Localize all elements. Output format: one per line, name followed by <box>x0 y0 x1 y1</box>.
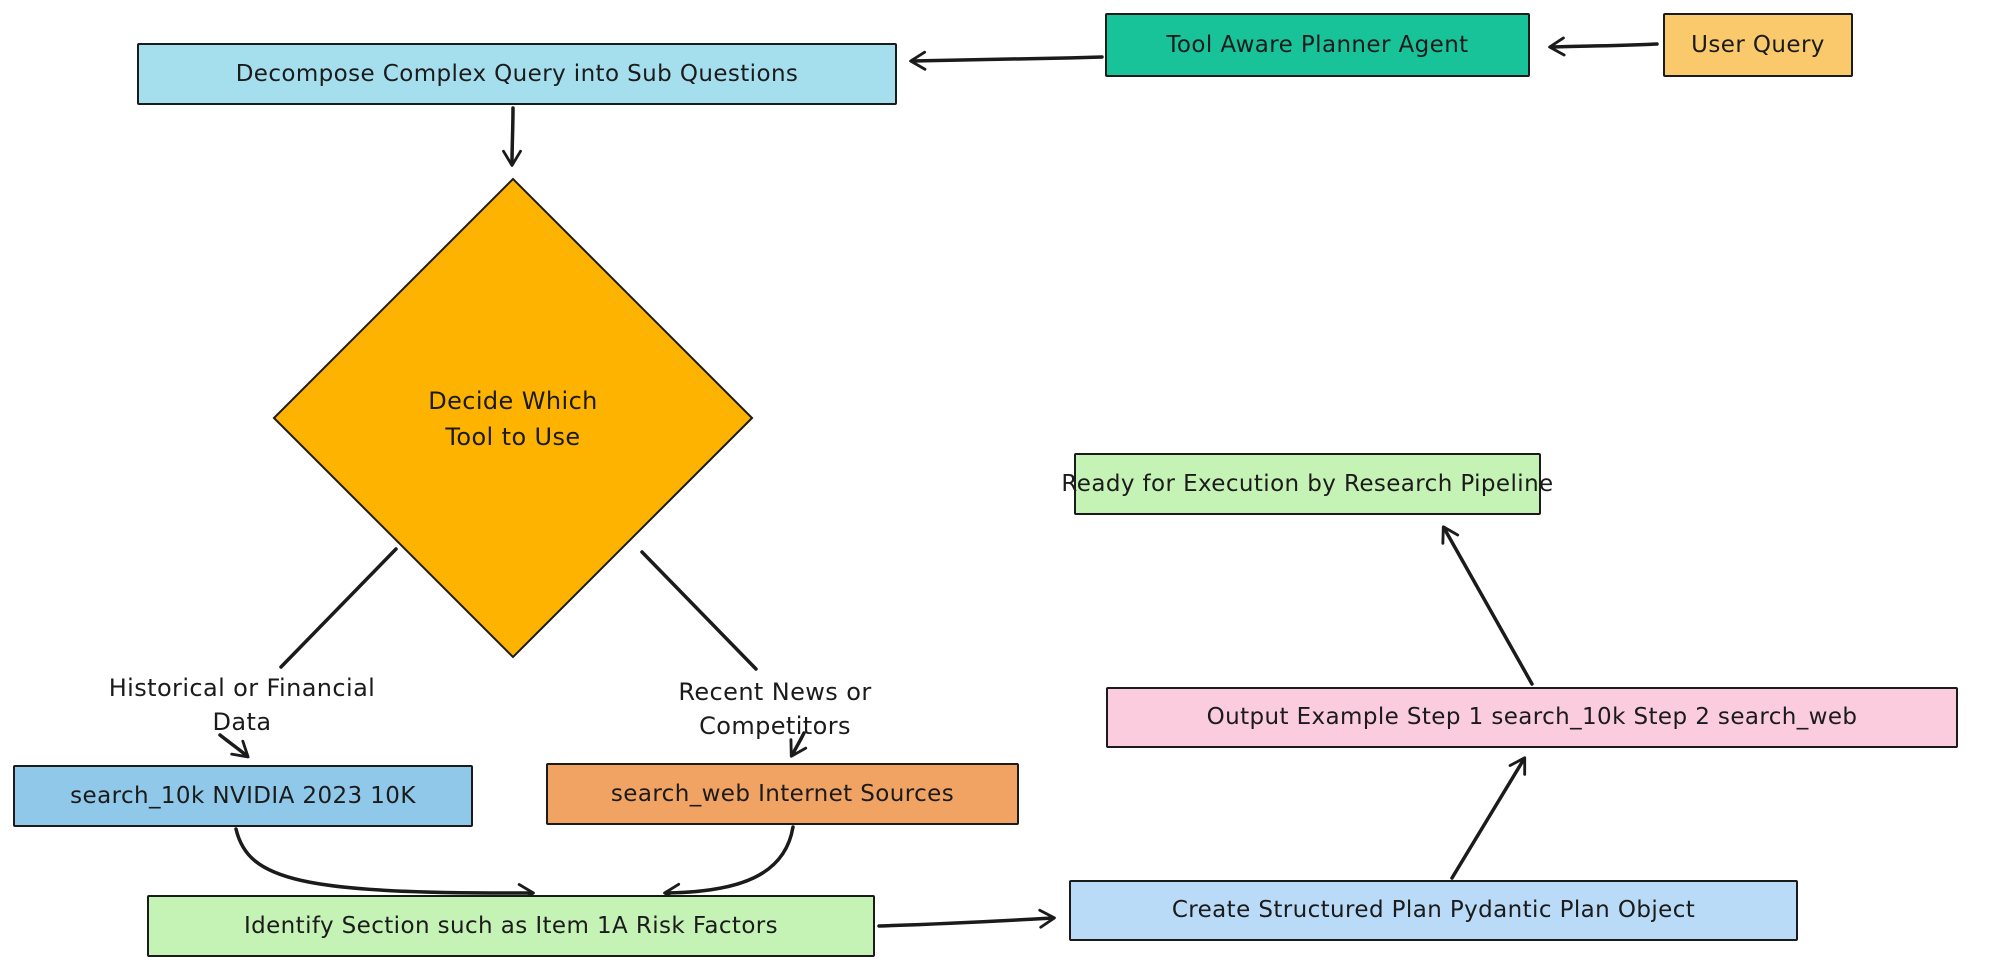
node-planner-agent: Tool Aware Planner Agent <box>1105 13 1530 77</box>
edge-label-recent: Recent News or Competitors <box>595 676 955 743</box>
historical-label-line1: Historical or Financial <box>108 674 376 702</box>
node-identify-section: Identify Section such as Item 1A Risk Fa… <box>147 895 875 957</box>
historical-label-line2: Data <box>212 707 272 736</box>
node-search-10k: search_10k NVIDIA 2023 10K <box>13 765 473 827</box>
node-decompose-query: Decompose Complex Query into Sub Questio… <box>137 43 897 105</box>
node-create-plan: Create Structured Plan Pydantic Plan Obj… <box>1069 880 1798 941</box>
arrow-search10k-to-identify <box>234 827 535 904</box>
node-decide-label: Decide Which Tool to Use <box>333 383 693 455</box>
arrow-searchweb-to-identify <box>663 825 795 903</box>
decide-label-line2: Tool to Use <box>445 423 581 451</box>
arrow-identify-to-create <box>877 908 1056 929</box>
arrow-user-query-to-planner <box>1548 36 1659 57</box>
arrow-output-to-ready <box>1441 525 1534 686</box>
decide-label-line1: Decide Which <box>428 387 598 415</box>
recent-label-line1: Recent News or <box>678 678 872 706</box>
edge-label-historical: Historical or Financial Data <box>62 672 422 739</box>
arrow-decompose-to-decide <box>502 106 522 167</box>
arrow-create-to-output <box>1450 756 1527 880</box>
node-search-web: search_web Internet Sources <box>546 763 1019 825</box>
node-output-example: Output Example Step 1 search_10k Step 2 … <box>1106 687 1958 748</box>
node-ready-execution: Ready for Execution by Research Pipeline <box>1061 453 1553 515</box>
line-decide-to-historical <box>279 547 398 669</box>
arrow-planner-to-decompose <box>909 50 1104 71</box>
node-user-query: User Query <box>1663 13 1853 77</box>
line-decide-to-recent <box>640 550 758 671</box>
recent-label-line2: Competitors <box>699 711 851 740</box>
